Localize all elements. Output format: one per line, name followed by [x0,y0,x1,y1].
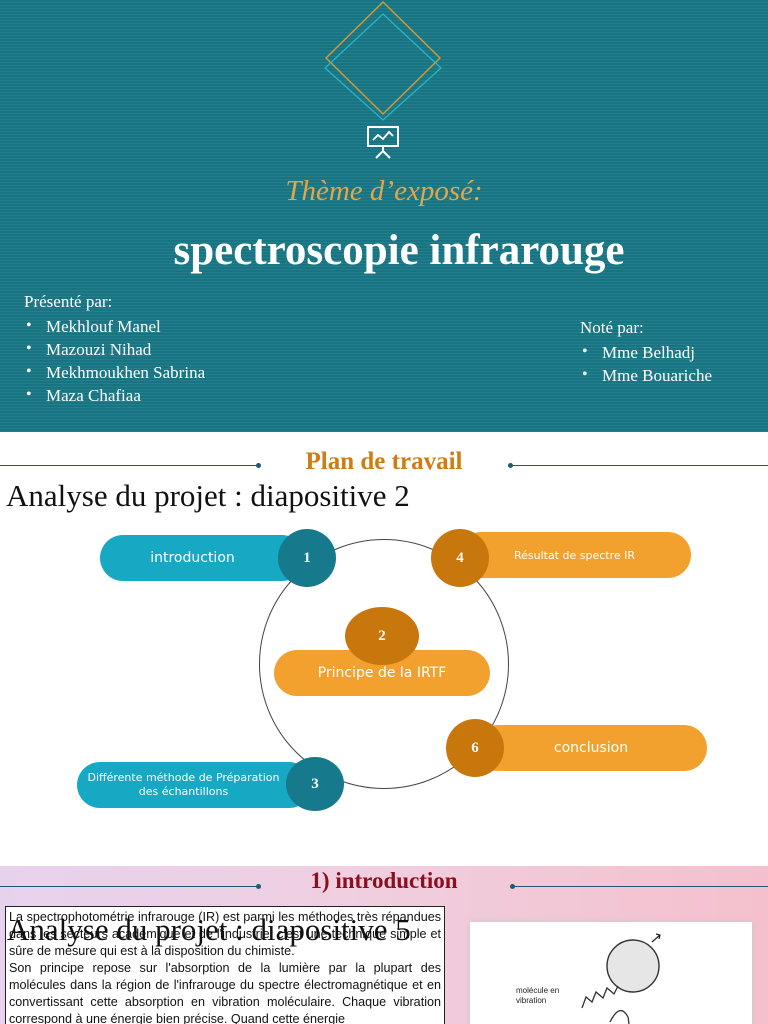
plan-slide: Plan de travail Analyse du projet : diap… [0,432,768,866]
grader-item: •Mme Belhadj [580,341,712,364]
theme-label: Thème d’exposé: [285,175,483,207]
molecule-illustration [581,933,661,1024]
divider-line [0,886,258,887]
divider-dot [510,884,515,889]
title-slide: Thème d’exposé: spectroscopie infrarouge… [0,0,768,432]
bullet-icon: • [26,363,32,380]
presenter-item: •Mekhmoukhen Sabrina [24,361,205,384]
grader-item: •Mme Bouariche [580,364,712,387]
introduction-paragraph: Son principe repose sur l'absorption de … [9,961,441,1024]
slide-caption: Analyse du projet : diapositive 5 [7,912,411,947]
bullet-icon: • [26,340,32,357]
bullet-icon: • [582,366,588,383]
plan-number-3: 3 [286,757,344,811]
slide-caption: Analyse du projet : diapositive 2 [6,478,410,513]
divider-dot [256,463,261,468]
plan-item-introduction[interactable]: introduction [100,535,305,581]
presenter-item: •Mekhlouf Manel [24,315,205,338]
introduction-title: 1) introduction [310,868,458,893]
introduction-slide: 1) introduction La spectrophotométrie in… [0,866,768,1024]
presenter-item: •Mazouzi Nihad [24,338,205,361]
introduction-paragraph: La spectrophotométrie infrarouge (IR) es… [9,910,441,958]
divider-line [510,465,768,466]
plan-number-4: 4 [431,529,489,587]
plan-number-1: 1 [278,529,336,587]
cycle-ring [259,539,509,789]
plan-item-label: Résultat de spectre IR [513,548,636,562]
plan-item-label: introduction [150,550,235,566]
plan-title: Plan de travail [305,448,463,475]
presentation-board-icon [367,126,399,159]
divider-dot [256,884,261,889]
plan-item-label: Principe de la IRTF [317,665,447,681]
bullet-icon: • [26,317,32,334]
plan-number-2: 2 [345,607,419,665]
plan-item-conclusion[interactable]: conclusion [475,725,707,771]
graders-block: Noté par: •Mme Belhadj •Mme Bouariche [580,318,712,387]
plan-item-label: conclusion [553,740,629,756]
divider-line [0,465,258,466]
molecule-vibration-image: molécule en vibration [470,922,752,1024]
divider-dot [508,463,513,468]
diamond-decoration [324,1,442,121]
presenters-heading: Présenté par: [24,292,113,311]
plan-item-preparation[interactable]: Différente méthode de Préparation des éc… [77,762,312,808]
plan-item-result[interactable]: Résultat de spectre IR [458,532,691,578]
introduction-text: La spectrophotométrie infrarouge (IR) es… [5,906,445,1024]
plan-number-6: 6 [446,719,504,777]
presenter-item: •Maza Chafiaa [24,384,205,407]
bullet-icon: • [26,386,32,403]
presentation-title: spectroscopie infrarouge [173,227,625,274]
presenters-block: Présenté par: •Mekhlouf Manel •Mazouzi N… [24,292,205,407]
plan-item-label: Différente méthode de Préparation des éc… [87,771,280,798]
bullet-icon: • [582,343,588,360]
graders-heading: Noté par: [580,318,644,337]
divider-line [512,886,768,887]
image-caption: molécule en vibration [516,986,560,1005]
